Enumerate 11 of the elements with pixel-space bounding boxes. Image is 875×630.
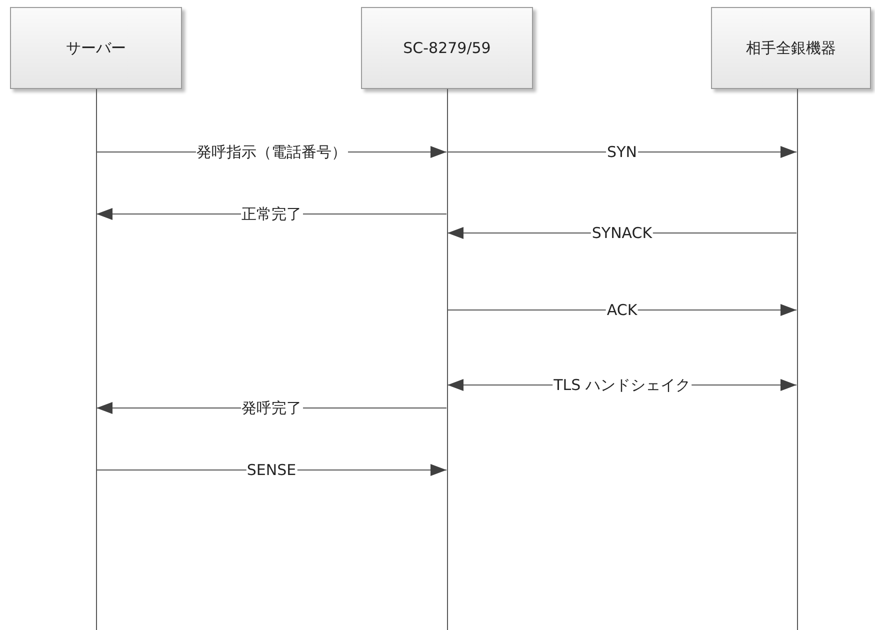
message-arrow xyxy=(447,146,797,158)
participant-box: 相手全銀機器 xyxy=(711,7,871,89)
participant-box: SC-8279/59 xyxy=(361,7,533,89)
message-arrow xyxy=(447,304,797,316)
edge-label: 発呼指示（電話番号） xyxy=(196,143,348,161)
edge-label: 正常完了 xyxy=(240,205,302,223)
lifeline xyxy=(446,89,448,630)
lifeline xyxy=(796,89,798,630)
participant-box: サーバー xyxy=(10,7,182,89)
edge-label: 発呼完了 xyxy=(240,399,302,417)
edge-label: TLS ハンドシェイク xyxy=(552,376,692,394)
